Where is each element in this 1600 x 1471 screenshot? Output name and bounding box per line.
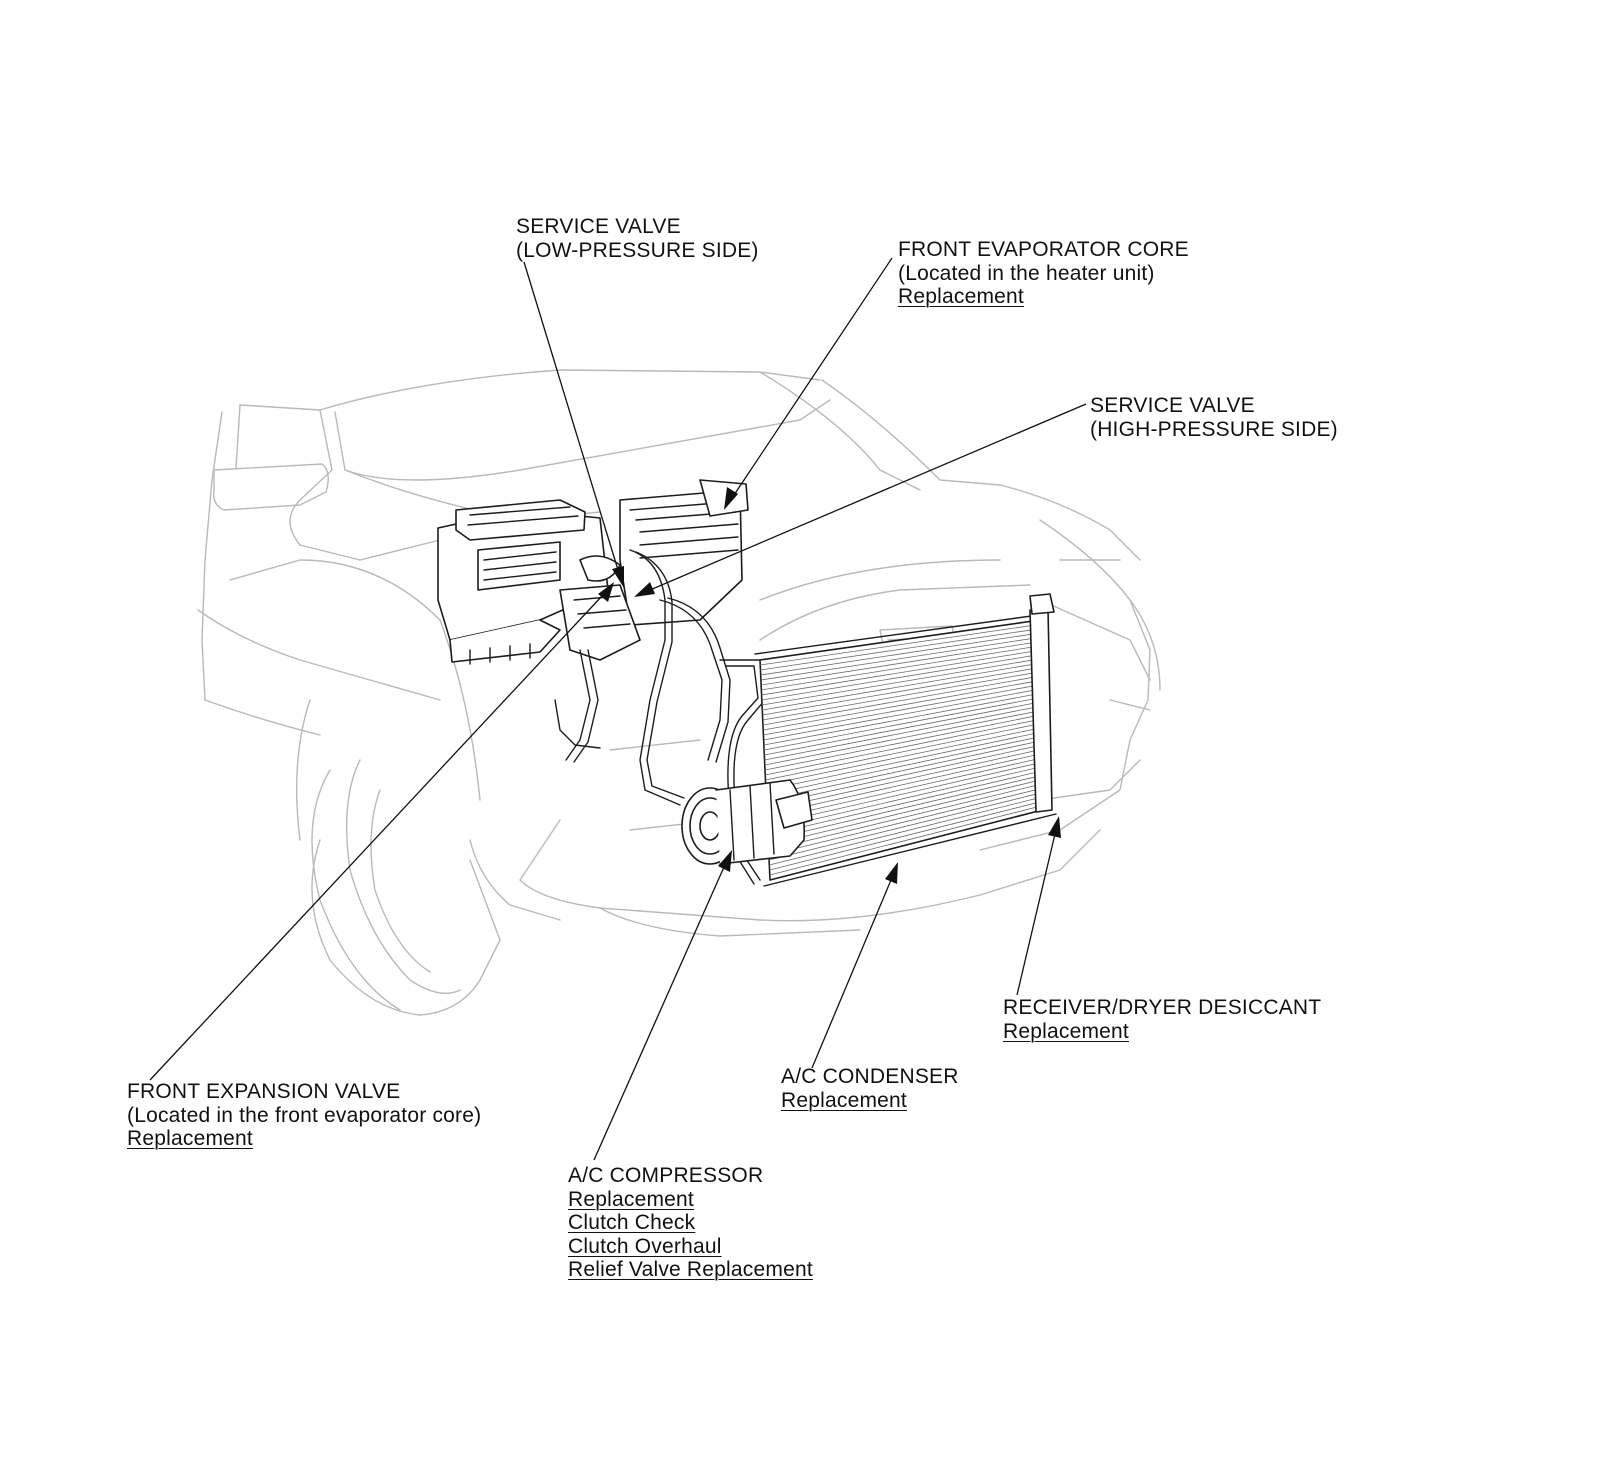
condenser-fin [766,752,1048,816]
condenser-fin [768,777,1049,846]
ac-condenser-replacement-link[interactable]: Replacement [781,1088,907,1112]
condenser-fin [762,675,1044,726]
receiver-dryer-replacement-link[interactable]: Replacement [1003,1019,1129,1043]
ac-compressor-title: A/C COMPRESSOR [568,1164,764,1187]
condenser-fin [768,773,1049,841]
callout-service-valve-low: SERVICE VALVE (LOW-PRESSURE SIDE) [516,215,759,262]
condenser-fin [766,747,1047,811]
condenser-fin [764,696,1045,751]
condenser-fin [769,803,1050,876]
ac-compressor-clutch-check-link[interactable]: Clutch Check [568,1211,696,1234]
condenser-fin [767,756,1048,821]
front-expansion-valve-replacement-link[interactable]: Replacement [127,1127,253,1150]
condenser-fin [764,713,1046,771]
service-valve-high-title: SERVICE VALVE [1090,394,1255,417]
condenser-fin [765,726,1046,786]
condenser-fin [764,700,1045,756]
front-expansion-valve-title: FRONT EXPANSION VALVE [127,1080,401,1103]
condenser-fin [768,790,1050,861]
condenser-fin [769,799,1050,871]
ac-condenser-title: A/C CONDENSER [781,1065,959,1088]
callout-front-expansion-valve: FRONT EXPANSION VALVE (Located in the fr… [127,1080,481,1151]
condenser-fin [763,692,1044,746]
front-evaporator-core-title: FRONT EVAPORATOR CORE [898,238,1189,261]
condenser-fin [761,658,1043,706]
ac-compressor-replacement-link[interactable]: Replacement [568,1187,694,1211]
condenser-fin [764,705,1045,761]
condenser-fin [768,786,1049,856]
front-evaporator-core-replacement-link[interactable]: Replacement [898,285,1024,308]
ac-condenser-illustration [754,593,1057,887]
callout-service-valve-high: SERVICE VALVE (HIGH-PRESSURE SIDE) [1090,394,1338,441]
leader-lines [149,257,1087,1161]
condenser-fin [765,730,1046,791]
condenser-fin [760,636,1041,681]
condenser-fin [763,687,1044,741]
ac-compressor-relief-valve-replacement-link[interactable]: Relief Valve Replacement [568,1258,813,1281]
condenser-fin [762,662,1043,711]
condenser-fin [761,649,1042,696]
condenser-fin [760,628,1041,671]
callout-front-evaporator-core: FRONT EVAPORATOR CORE (Located in the he… [898,238,1189,309]
condenser-fin [761,640,1042,686]
service-valve-low-title: SERVICE VALVE [516,215,681,238]
condenser-fin [763,683,1044,736]
callout-receiver-dryer-desiccant: RECEIVER/DRYER DESICCANT Replacement [1003,996,1321,1043]
condenser-fin [768,781,1049,851]
condenser-fin [761,653,1042,701]
condenser-fin [765,722,1046,781]
receiver-dryer-title: RECEIVER/DRYER DESICCANT [1003,996,1322,1019]
condenser-fin [766,739,1047,801]
condenser-fin [761,645,1042,691]
condenser-fin [762,666,1043,716]
condenser-fin [762,670,1043,721]
ac-compressor-illustration [681,779,813,865]
front-expansion-valve-subtitle: (Located in the front evaporator core) [127,1103,482,1127]
service-valve-low-subtitle: (LOW-PRESSURE SIDE) [516,238,759,262]
callout-ac-condenser: A/C CONDENSER Replacement [781,1065,959,1112]
condenser-fin [767,760,1048,826]
front-evaporator-core-subtitle: (Located in the heater unit) [898,261,1155,285]
condenser-fin [767,764,1048,831]
condenser-fin [766,743,1047,806]
condenser-fin [760,632,1041,676]
ac-compressor-clutch-overhaul-link[interactable]: Clutch Overhaul [568,1234,722,1258]
condenser-fin [760,623,1041,666]
condenser-fin [769,794,1050,866]
condenser-fin [764,709,1045,766]
heater-unit [437,479,749,665]
condenser-fin [765,717,1046,776]
service-valve-high-subtitle: (HIGH-PRESSURE SIDE) [1090,417,1338,441]
condenser-fin [763,679,1044,731]
condenser-fin [766,734,1047,796]
callout-ac-compressor: A/C COMPRESSOR Replacement Clutch Check … [568,1164,813,1282]
refrigerant-lines [554,549,1047,885]
condenser-fin [767,769,1049,836]
